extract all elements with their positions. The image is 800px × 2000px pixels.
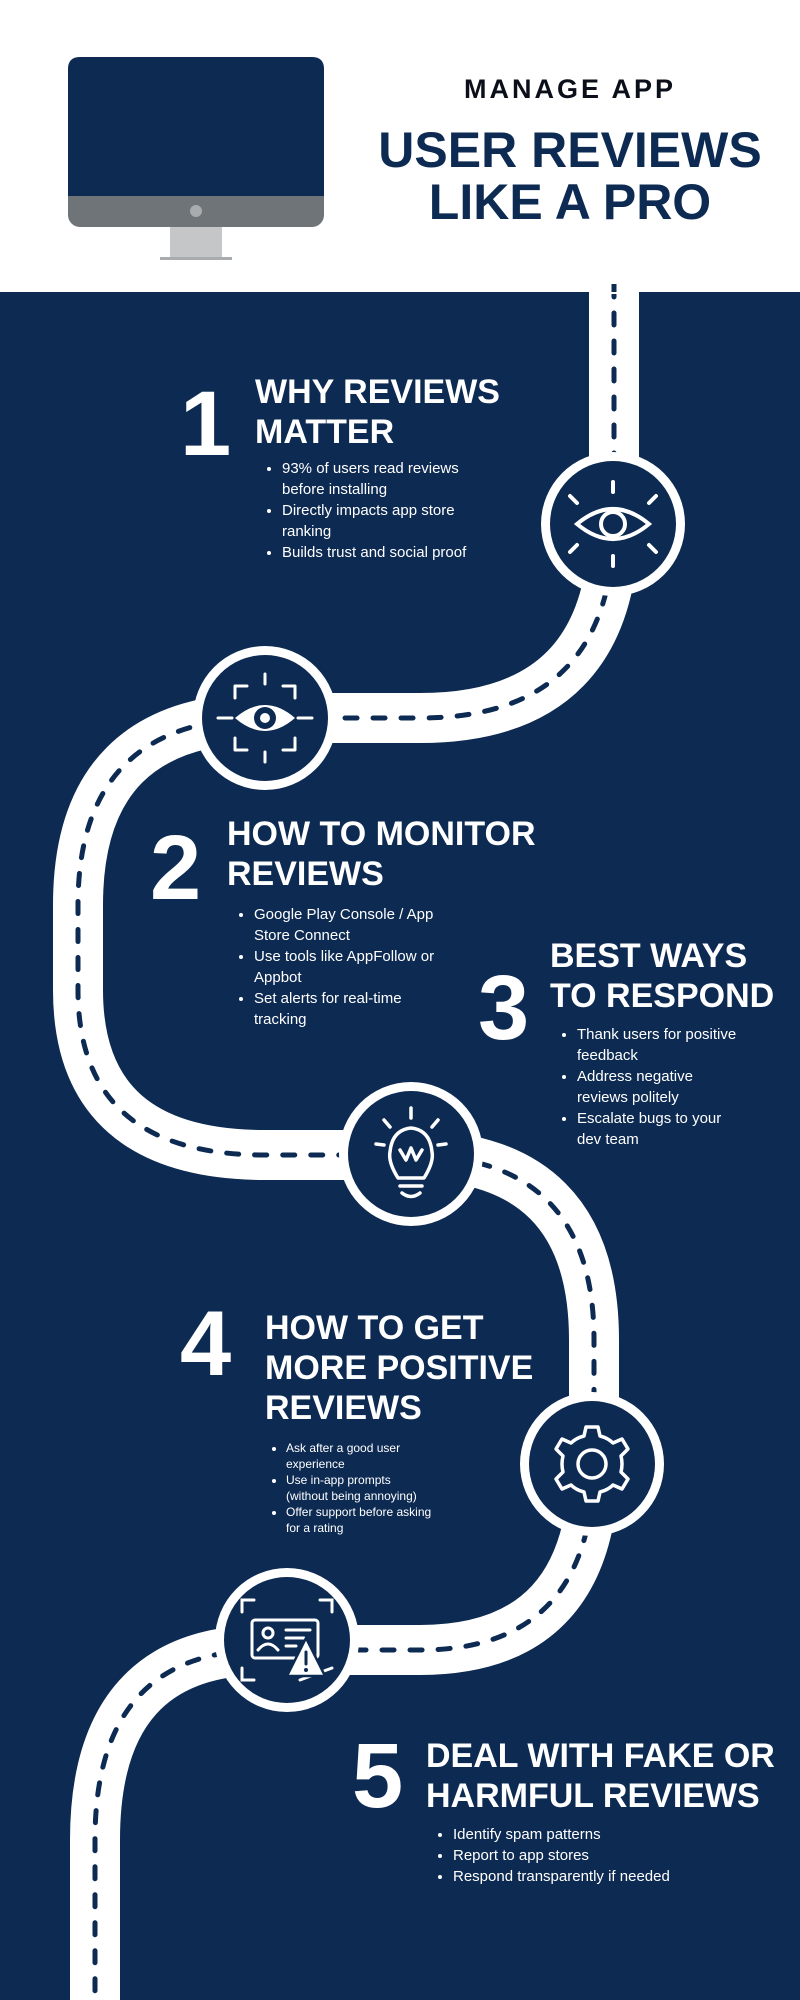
gear-icon [554,1425,630,1503]
step-1-icon-circle [541,452,685,596]
header-kicker: MANAGE APP [463,74,676,104]
step-3-number: 3 [478,957,530,1059]
id-card-warning-icon [240,1598,334,1682]
step-4-icon-circle [520,1392,664,1536]
step-5-number: 5 [352,1725,404,1827]
step-1-number: 1 [180,373,232,475]
list-item: Use in-app prompts(without being annoyin… [286,1472,496,1504]
step-4-number: 4 [180,1293,232,1395]
eye-scan-icon [216,672,314,764]
list-item: Report to app stores [453,1845,733,1866]
step-2-icon-circle [193,646,337,790]
page-title-line-1: USER REVIEWS [378,122,762,178]
lightbulb-icon [374,1106,448,1199]
step-5-points: Identify spam patterns Report to app sto… [433,1824,733,1887]
eye-icon [568,480,658,568]
list-item: Builds trust and social proof [282,542,532,563]
monitor-illustration [68,57,324,260]
step-2-number: 2 [150,817,202,919]
step-5-icon-circle [215,1568,359,1712]
list-item: Identify spam patterns [453,1824,733,1845]
list-item: Respond transparently if needed [453,1866,733,1887]
step-3-icon-circle [339,1082,483,1226]
page-title-line-2: LIKE A PRO [428,174,712,230]
